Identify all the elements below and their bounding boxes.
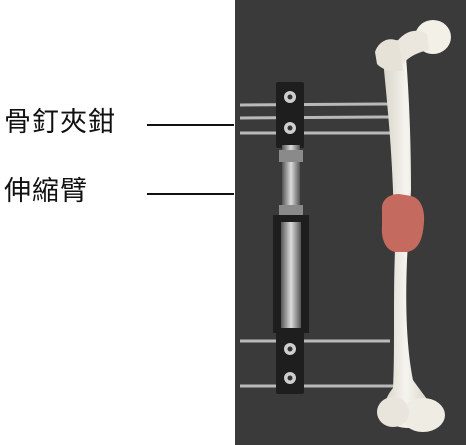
pin-1 xyxy=(240,104,390,105)
fixator-photo xyxy=(235,0,466,445)
clamp-bolt-3-hole xyxy=(288,347,293,352)
pin-2 xyxy=(240,117,390,118)
lateral-condyle xyxy=(377,397,409,427)
clamp-bolt-2-hole xyxy=(288,126,293,131)
telescopic-arm-sleeve xyxy=(281,222,301,328)
label-telescopic-arm: 伸縮臂 xyxy=(4,178,88,205)
rod-collar-upper xyxy=(279,150,303,162)
photo-background xyxy=(235,0,466,445)
label-pin-clamp: 骨釘夾鉗 xyxy=(4,109,116,136)
clamp-bolt-1-hole xyxy=(288,95,293,100)
fracture-graft xyxy=(382,194,424,252)
leader-line-pin-clamp xyxy=(147,124,234,126)
external-fixator xyxy=(273,82,309,394)
leader-line-telescopic-arm xyxy=(147,193,234,195)
pin-clamp-lower xyxy=(276,332,304,394)
clamp-bolt-4-hole xyxy=(288,376,293,381)
